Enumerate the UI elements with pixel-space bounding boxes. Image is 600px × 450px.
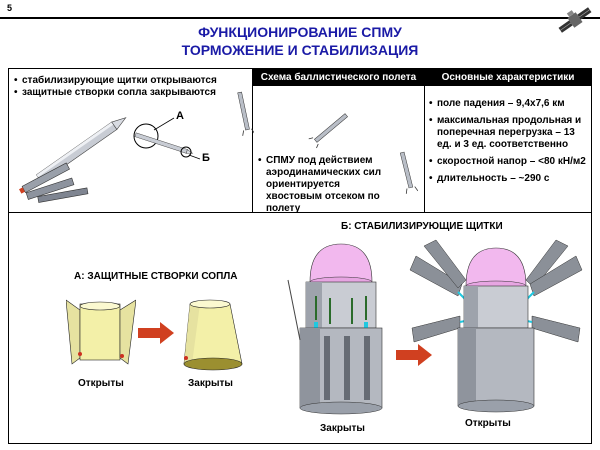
- characteristics-list: поле падения – 9,4х7,6 км максимальная п…: [429, 98, 589, 190]
- section-b-title: Б: СТАБИЛИЗИРУЮЩИЕ ЩИТКИ: [341, 221, 503, 232]
- nozzle-closed-illustration: [183, 299, 243, 371]
- characteristics-header: Основные характеристики: [425, 69, 591, 86]
- rocket-separation-illustration: [19, 117, 201, 203]
- rocket-body: [35, 117, 127, 183]
- content-frame: [8, 68, 592, 444]
- left-bullet-list: стабилизирующие щитки открываются защитн…: [14, 75, 250, 99]
- characteristic-item: максимальная продольная и поперечная пер…: [429, 115, 589, 151]
- top-rule: [0, 17, 600, 19]
- nozzle-open-illustration: [66, 299, 136, 365]
- middle-bullet-list: СПМУ под действием аэродинамических сил …: [258, 155, 398, 215]
- flight-scheme-illustration: [308, 113, 348, 149]
- flight-stage-1-illustration: [237, 91, 254, 136]
- nozzle-open-label: Открыты: [78, 378, 124, 389]
- flight-stage-3-illustration: [399, 151, 418, 194]
- left-bullet-item: защитные створки сопла закрываются: [14, 87, 250, 99]
- stage-3: [37, 187, 89, 203]
- middle-bullet-item: СПМУ под действием аэродинамических сил …: [258, 155, 398, 215]
- detail-circle-small: [180, 146, 192, 158]
- flight-stage-2: [308, 113, 348, 149]
- characteristic-item: длительность – ~290 с: [429, 173, 589, 185]
- fins-open-illustration: [409, 239, 583, 413]
- stage-2: [25, 177, 75, 200]
- stage-1: [19, 162, 70, 194]
- detail-rocket: [134, 132, 194, 154]
- page-subtitle: ТОРМОЖЕНИЕ И СТАБИЛИЗАЦИЯ: [181, 42, 419, 58]
- page-number: 5: [7, 3, 13, 13]
- fins-closed-illustration: [287, 243, 383, 415]
- fins-open-label: Открыты: [465, 418, 511, 429]
- label-b: Б: [202, 152, 210, 164]
- ballistic-flight-header: Схема баллистического полета: [253, 69, 424, 86]
- panel-divider-right: [424, 68, 425, 212]
- characteristic-item: поле падения – 9,4х7,6 км: [429, 98, 589, 110]
- detail-circle: [133, 123, 159, 149]
- page-title: ФУНКЦИОНИРОВАНИЕ СПМУ: [198, 24, 402, 40]
- left-bullet-item: стабилизирующие щитки открываются: [14, 75, 250, 87]
- section-a-title: А: ЗАЩИТНЫЕ СТВОРКИ СОПЛА: [74, 271, 238, 282]
- arrow-right-icon: [138, 322, 174, 344]
- satellite-icon: [558, 7, 592, 33]
- label-a: А: [176, 110, 184, 122]
- fins-closed-label: Закрыты: [320, 423, 365, 434]
- nozzle-closed-label: Закрыты: [188, 378, 233, 389]
- arrow-right-icon: [396, 344, 432, 366]
- panel-divider-left: [252, 68, 253, 212]
- characteristic-item: скоростной напор – <80 кН/м2: [429, 156, 589, 168]
